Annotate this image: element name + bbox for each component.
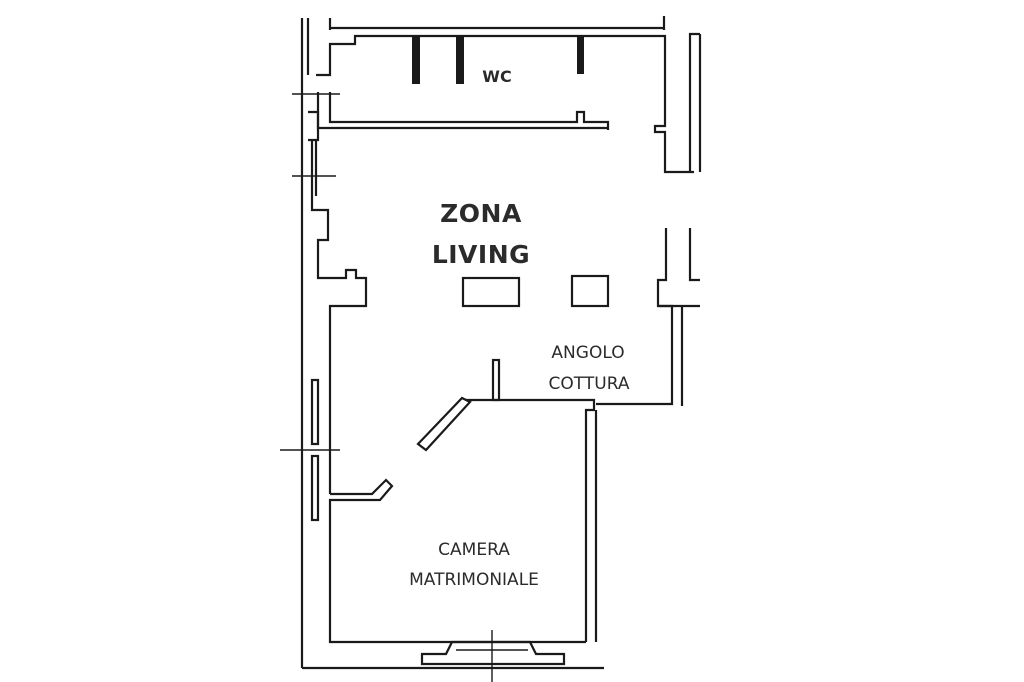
kitchen-partition [416,358,598,642]
bottom-wall [302,630,604,682]
camera-matrimoniale-label-line2: MATRIMONIALE [409,570,539,590]
angolo-cottura-label-line2: COTTURA [549,374,630,394]
angolo-cottura-label-line1: ANGOLO [551,343,624,363]
zona-living-label-line1: ZONA [440,199,522,228]
right-mid-wall [596,228,700,406]
outer-left-wall [300,18,310,668]
wc-label: WC [482,67,511,86]
living-pillars [461,274,610,308]
wc-partitions [316,36,610,130]
right-upper-wall [688,32,702,172]
left-wall-jogs [292,93,368,380]
bedroom-walls [280,378,586,644]
camera-matrimoniale-label-line1: CAMERA [438,540,510,560]
top-wall [316,16,694,174]
zona-living-label-line2: LIVING [432,240,530,269]
